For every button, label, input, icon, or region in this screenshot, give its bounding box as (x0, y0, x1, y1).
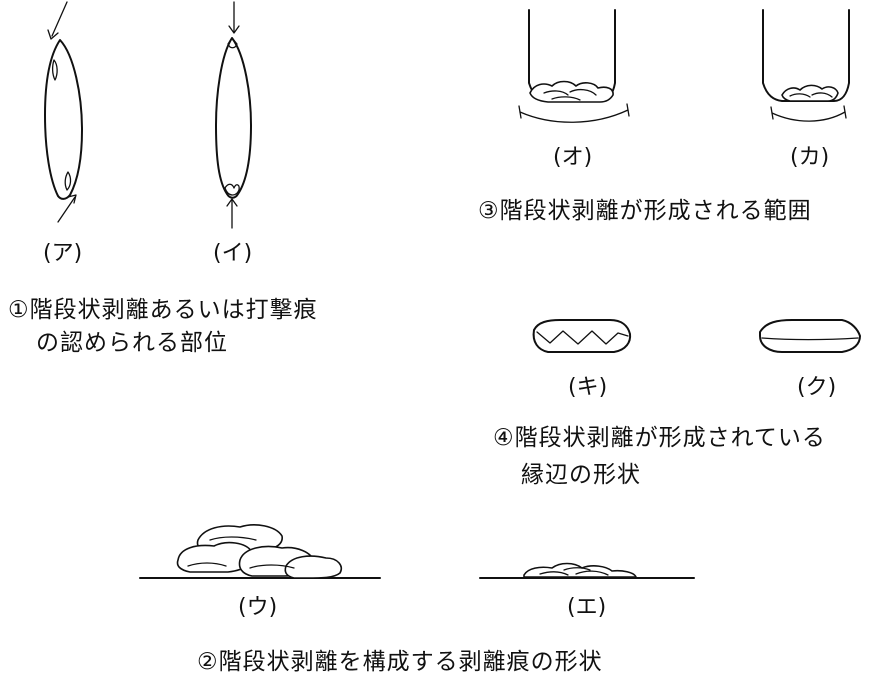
straight-edge-ku (761, 337, 859, 341)
caption-1-line2: の認められる部位 (36, 330, 228, 356)
arrowhead-bottom-a (67, 194, 77, 204)
edge-shape-ki-drawing (532, 319, 632, 353)
caption-2: ②階段状剥離を構成する剥離痕の形状 (197, 649, 603, 675)
scar-shape-e-drawing (479, 562, 695, 579)
caption-1-line1: ①階段状剥離あるいは打撃痕 (8, 297, 318, 323)
arrow-bottom-a (57, 196, 76, 223)
range-tick-left-o (518, 105, 522, 119)
caption-4-line2: 縁辺の形状 (521, 462, 641, 488)
label-u: (ウ) (238, 595, 278, 620)
label-o: (オ) (553, 145, 593, 170)
arrowhead-top-a (47, 29, 59, 40)
scar-lines-ka (789, 92, 833, 98)
tool-outline-a (44, 39, 83, 200)
range-arc-o (519, 109, 629, 123)
edge-outline-ki (532, 319, 632, 353)
range-tick-right-o (626, 103, 630, 117)
scar-right-u (284, 555, 342, 579)
tool-a-drawing (44, 1, 83, 223)
arrow-top-a (51, 1, 68, 37)
scar-cluster-ka (781, 84, 839, 102)
arrowhead-bottom-b (226, 198, 238, 207)
scar-upper-a (51, 59, 58, 81)
label-ka: (カ) (790, 145, 830, 170)
scar-cluster-e (523, 562, 637, 578)
scar-lines-u (187, 536, 295, 569)
tool-b-drawing (215, 1, 252, 229)
label-ku: (ク) (797, 375, 837, 400)
scar-lower-a (64, 171, 72, 191)
arrowhead-top-b (228, 25, 240, 34)
scar-top-b (227, 37, 238, 49)
scar-bottom-b (224, 183, 240, 196)
caption-3: ③階段状剥離が形成される範囲 (478, 198, 812, 224)
scar-lines-o (543, 88, 597, 101)
scar-lines-e (539, 567, 609, 576)
scar-shape-u-drawing (139, 524, 381, 579)
edge-range-ka-drawing (762, 9, 850, 122)
edge-outline-ku (759, 319, 861, 353)
label-ki: (キ) (568, 375, 608, 400)
edge-shape-ku-drawing (759, 319, 861, 353)
range-tick-right-ka (843, 105, 847, 119)
label-e: (エ) (567, 595, 607, 620)
label-a: (ア) (43, 241, 83, 266)
range-arc-ka (771, 111, 846, 122)
range-tick-left-ka (770, 106, 774, 120)
caption-4-line1: ④階段状剥離が形成されている (493, 425, 826, 451)
edge-range-o-drawing (518, 9, 630, 123)
label-b: (イ) (213, 241, 253, 266)
zigzag-edge-ki (536, 330, 629, 345)
tool-outline-b (215, 37, 252, 199)
